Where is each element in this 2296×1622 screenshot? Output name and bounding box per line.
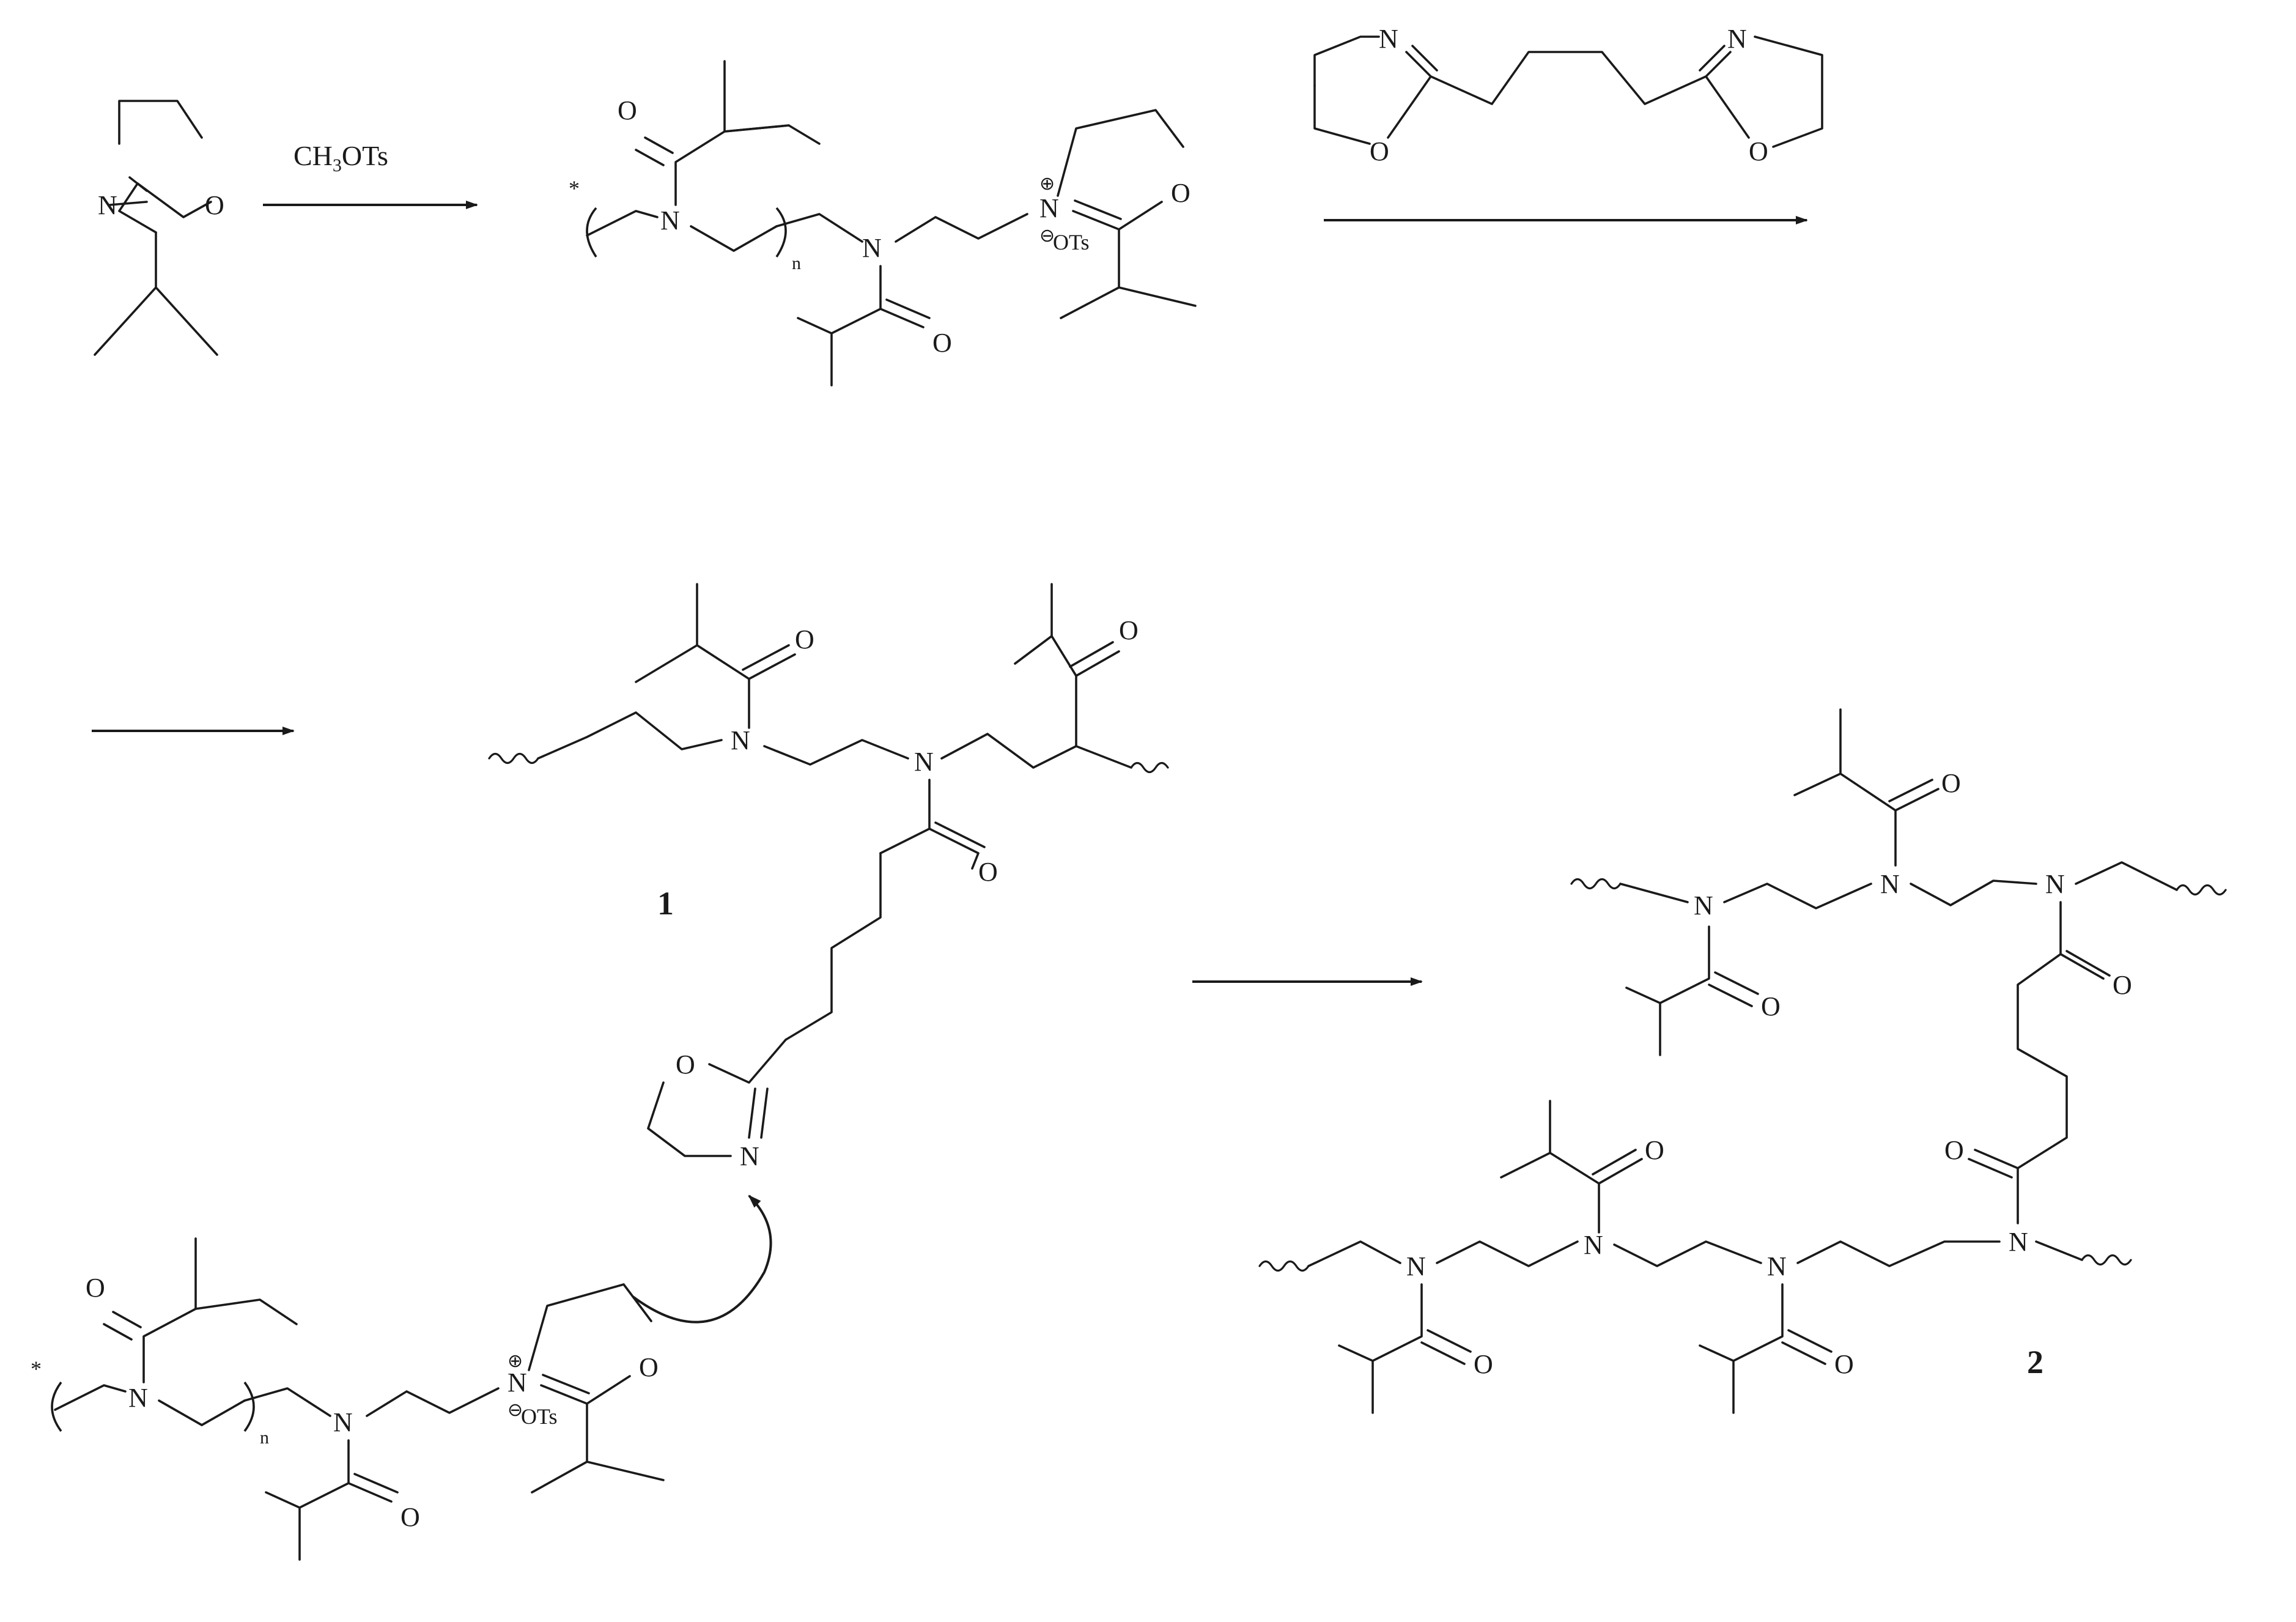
compound-1-label: 1 — [657, 885, 674, 922]
atom-n: N — [1379, 24, 1398, 54]
repeat-n: n — [260, 1428, 269, 1448]
monomer-isopropyl-oxazoline: N O — [94, 100, 224, 356]
atom-o: O — [978, 857, 998, 887]
atom-n: N — [862, 233, 882, 263]
atom-o: O — [205, 190, 224, 220]
living-oligomer-bottom: * N n O N O ⊕ N ⊖ OTs O — [31, 1237, 665, 1561]
atom-n: N — [660, 206, 680, 235]
counterion-ots: OTs — [1053, 230, 1089, 254]
atom-o: O — [1171, 178, 1190, 208]
atom-o: O — [618, 95, 637, 125]
nucleophilic-attack-arrow — [632, 1194, 772, 1324]
compound-2-structure: N N N O O O O N N N N O — [1258, 708, 2227, 1414]
plus-charge: ⊕ — [508, 1350, 523, 1372]
atom-n: N — [740, 1141, 759, 1171]
reagent-label: CH3OTs — [293, 140, 388, 176]
arrow-step-1: CH3OTs — [263, 140, 478, 209]
chain-end-star: * — [569, 176, 580, 201]
atom-n: N — [914, 747, 934, 777]
repeat-n: n — [792, 253, 801, 273]
bis-oxazoline-reagent: N O N O — [1313, 24, 1823, 166]
atom-n-plus: N — [508, 1368, 527, 1398]
counterion-ots: OTs — [521, 1404, 557, 1429]
atom-o: O — [676, 1050, 695, 1079]
atom-o: O — [1474, 1349, 1493, 1379]
atom-n: N — [1406, 1251, 1426, 1281]
atom-o: O — [401, 1502, 420, 1532]
atom-o: O — [639, 1352, 659, 1382]
living-oligomer-top: * N n O N O ⊕ N ⊖ OTs O — [569, 60, 1197, 387]
minus-charge: ⊖ — [508, 1399, 523, 1421]
atom-o: O — [1944, 1135, 1964, 1165]
atom-o: O — [1370, 136, 1389, 166]
atom-o: O — [86, 1273, 105, 1303]
atom-n: N — [731, 725, 750, 755]
compound-2-label: 2 — [2027, 1344, 2043, 1380]
compound-1-structure: N O N O O O N 1 — [488, 583, 1169, 1171]
atom-o: O — [1749, 136, 1768, 166]
atom-o: O — [1645, 1135, 1664, 1165]
atom-o: O — [1834, 1349, 1854, 1379]
atom-n: N — [1584, 1230, 1603, 1260]
atom-n: N — [1694, 891, 1713, 920]
atom-o: O — [1761, 991, 1781, 1021]
atom-o: O — [932, 328, 952, 358]
atom-n-plus: N — [1039, 193, 1059, 223]
atom-n: N — [98, 190, 117, 220]
atom-o: O — [1119, 615, 1139, 645]
plus-charge: ⊕ — [1039, 173, 1055, 194]
atom-n: N — [333, 1407, 353, 1437]
atom-n: N — [2009, 1227, 2028, 1257]
atom-o: O — [1941, 768, 1961, 798]
atom-o: O — [2113, 970, 2132, 1000]
atom-n: N — [2045, 869, 2065, 899]
atom-n: N — [1767, 1251, 1787, 1281]
atom-n: N — [128, 1383, 148, 1413]
chain-end-star: * — [31, 1357, 42, 1381]
atom-o: O — [795, 624, 814, 654]
atom-n: N — [1727, 24, 1747, 54]
atom-n: N — [1880, 869, 1900, 899]
minus-charge: ⊖ — [1039, 225, 1055, 246]
